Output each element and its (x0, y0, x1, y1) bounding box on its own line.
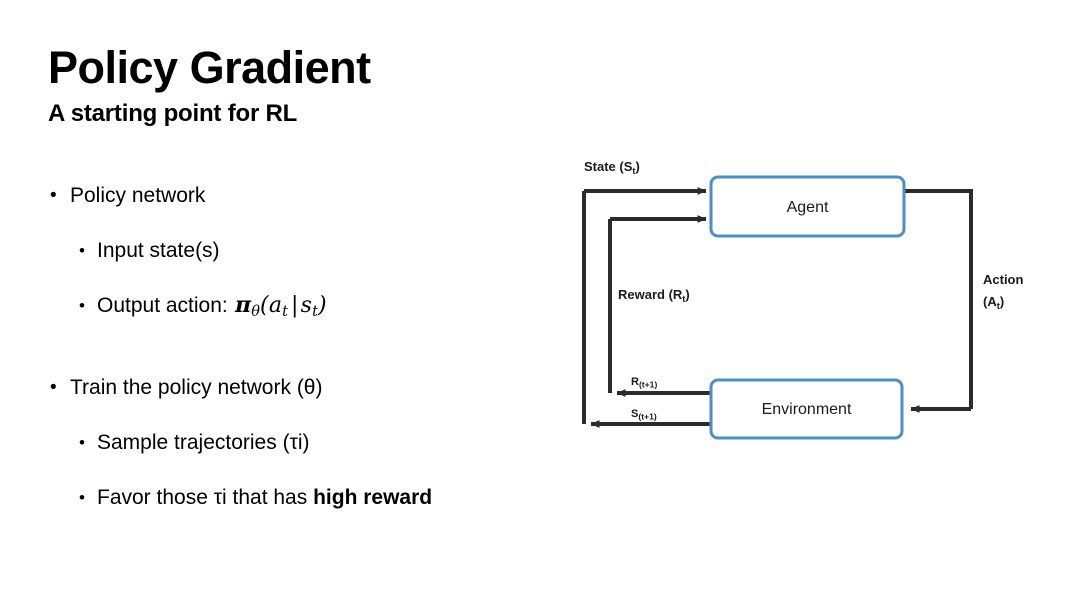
action-label: Action (983, 272, 1024, 287)
list-item-label: Output action: (97, 294, 228, 317)
list-item-label: Input state(s) (97, 239, 220, 262)
formula-open-paren: ( (260, 293, 269, 318)
bullet-dot-icon: • (79, 433, 85, 453)
formula-action: a (268, 293, 283, 318)
formula-state: s (300, 293, 313, 318)
agent-box: Agent (709, 175, 906, 238)
bullet-list: • Policy network • Input state(s) • Output … (44, 182, 564, 539)
formula-theta: θ (251, 304, 261, 321)
formula-close-paren: ) (317, 293, 327, 318)
reward-label: Reward (Rt) (618, 287, 690, 304)
state-label-text: State (S (584, 159, 633, 174)
formula-action-sub: t (282, 304, 288, 321)
state-label-subscript: t (632, 166, 635, 176)
list-item-label: Train the policy network (θ) (70, 376, 323, 400)
list-item-sample-trajectories: • Sample trajectories (τi) (44, 429, 564, 456)
environment-box-label: Environment (762, 401, 852, 418)
list-item-train-policy-network: • Train the policy network (θ) (44, 374, 564, 401)
formula-bar: | (290, 293, 299, 318)
state-next-label-subscript: (t+1) (638, 412, 656, 422)
policy-formula: πθ(at|st) (228, 292, 327, 321)
action-label-line2-subscript: t (997, 301, 1000, 311)
list-item-label: Sample trajectories (τi) (97, 431, 310, 455)
formula-pi: π (234, 292, 252, 318)
reward-label-subscript: t (682, 294, 685, 304)
state-next-label: S(t+1) (631, 408, 657, 422)
action-path-right (904, 189, 973, 409)
reward-next-label-text: R (631, 376, 639, 388)
list-item-label: Favor those τi that has (97, 486, 308, 510)
reward-next-label: R(t+1) (631, 376, 657, 390)
bullet-dot-icon: • (50, 377, 57, 399)
state-label-end: ) (636, 159, 640, 174)
state-label: State (St) (584, 159, 640, 176)
reward-label-end: ) (685, 287, 689, 302)
reward-next-label-subscript: (t+1) (639, 380, 657, 390)
list-item-favor-high-reward: • Favor those τi that has high reward (44, 484, 564, 511)
list-item-input-state: • Input state(s) (44, 237, 564, 264)
action-label-line2: (At) (983, 294, 1004, 311)
formula-state-sub: t (312, 304, 318, 321)
bullet-dot-icon: • (79, 488, 85, 508)
agent-box-label: Agent (787, 199, 829, 216)
list-item-output-action: •Output action: πθ(at|st) (44, 292, 564, 326)
action-label-line2-end: ) (1000, 294, 1004, 309)
list-spacer (44, 354, 564, 374)
bullet-dot-icon: • (79, 296, 85, 315)
rl-loop-diagram: Agent Environment State (St) Reward (Rt)… (560, 140, 1070, 470)
list-item-policy-network: • Policy network (44, 182, 564, 209)
list-item-label-emphasis: high reward (313, 486, 433, 510)
state-next-label-text: S (631, 408, 638, 420)
environment-box: Environment (709, 378, 904, 440)
bullet-dot-icon: • (79, 241, 85, 260)
bullet-dot-icon: • (50, 185, 57, 206)
page-title: Policy Gradient (48, 42, 371, 93)
list-item-label: Policy network (70, 184, 206, 207)
page-subtitle: A starting point for RL (48, 100, 298, 127)
reward-label-text: Reward (R (618, 287, 683, 302)
action-label-line2-text: (A (983, 294, 997, 309)
